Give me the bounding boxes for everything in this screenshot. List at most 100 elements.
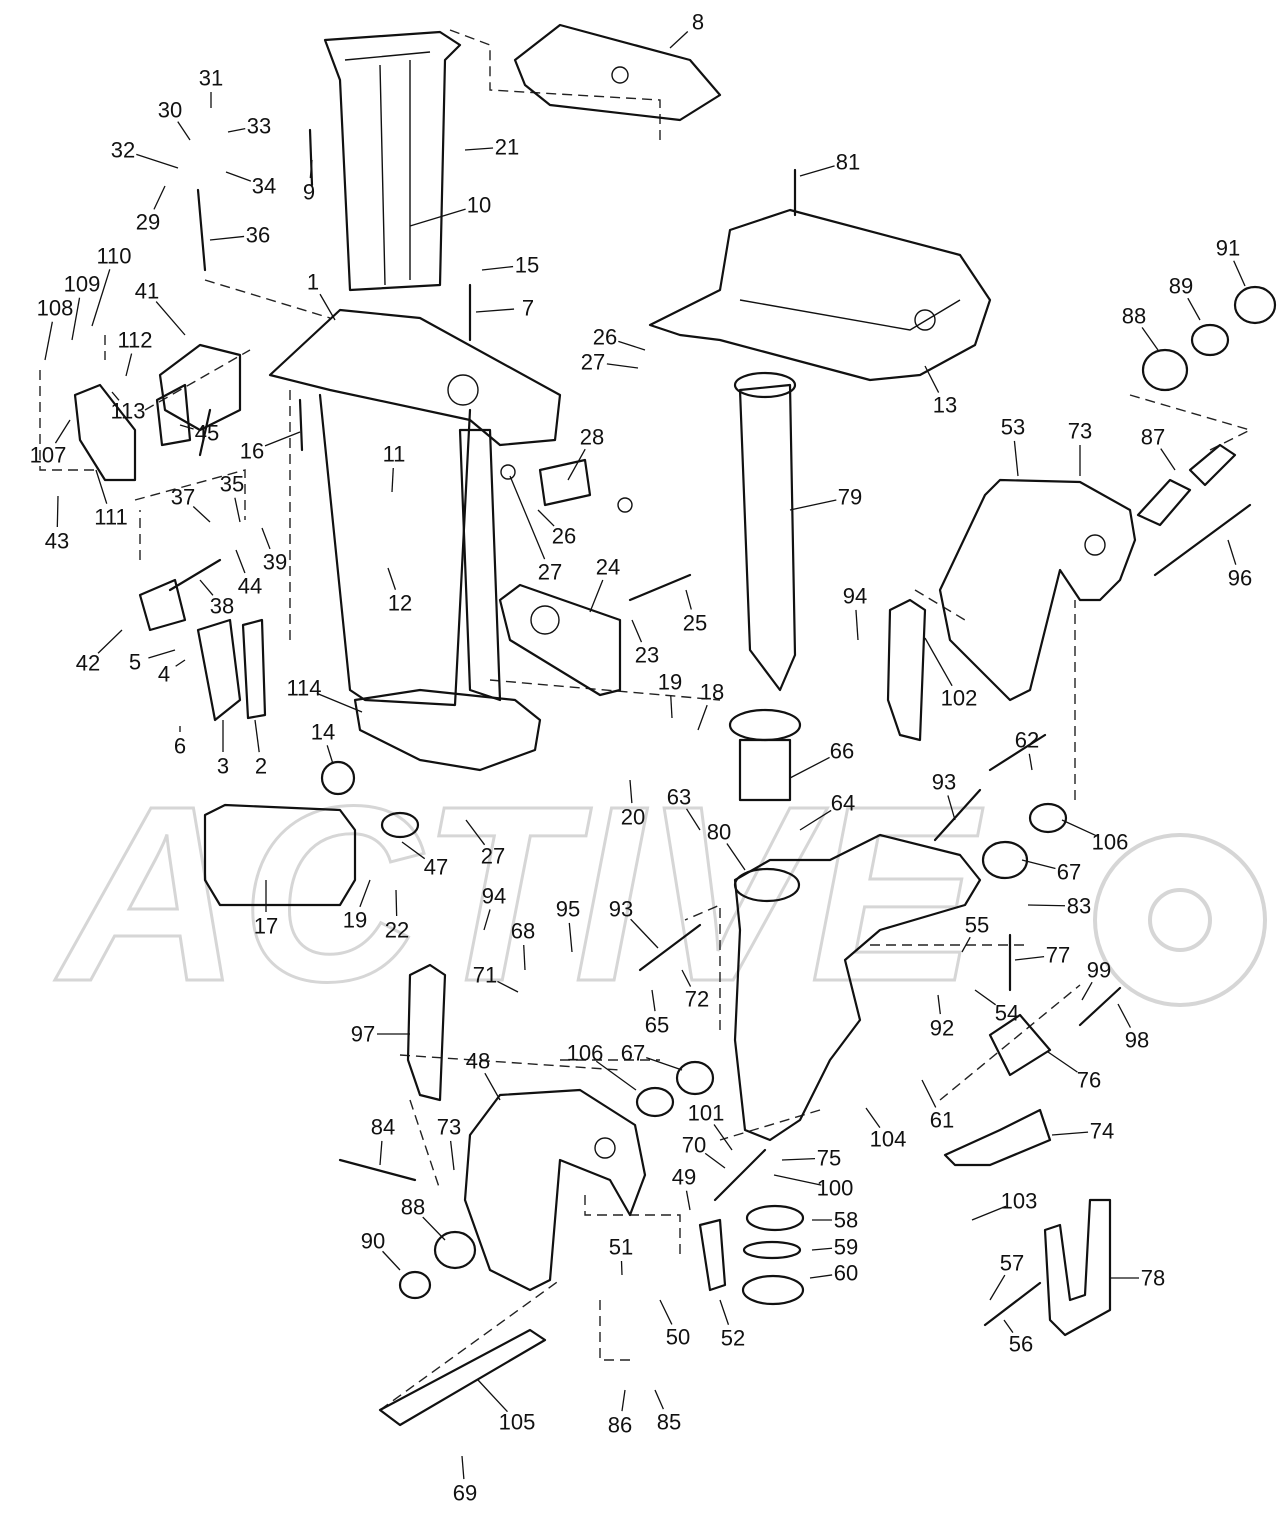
callout-leader-65 bbox=[651, 989, 656, 1012]
callout-leader-30 bbox=[177, 121, 191, 141]
callout-leader-48 bbox=[484, 1072, 501, 1101]
callout-leader-104 bbox=[865, 1107, 881, 1128]
callout-number: 14 bbox=[311, 720, 335, 745]
lower-cover-17 bbox=[203, 803, 357, 907]
callout-number: 2 bbox=[255, 754, 267, 779]
callout-leader-19 bbox=[359, 879, 371, 908]
callout-number: 37 bbox=[171, 485, 195, 510]
callout-leader-45 bbox=[179, 424, 194, 430]
bushing-67-lower bbox=[675, 1060, 715, 1096]
motor-28 bbox=[500, 458, 633, 513]
callout-number: 103 bbox=[1001, 1189, 1038, 1214]
callout-number: 4 bbox=[158, 662, 170, 687]
plate-41 bbox=[158, 343, 242, 432]
callout-number: 39 bbox=[263, 550, 287, 575]
callout-leader-4 bbox=[175, 659, 186, 667]
callout-number: 99 bbox=[1087, 958, 1111, 983]
callout-leader-103 bbox=[971, 1205, 1007, 1221]
strip-2 bbox=[241, 618, 267, 720]
callout-number: 28 bbox=[580, 425, 604, 450]
callout-number: 26 bbox=[593, 325, 617, 350]
callout-number: 114 bbox=[286, 676, 321, 701]
callout-leader-55 bbox=[961, 936, 971, 953]
callout-number: 71 bbox=[473, 963, 497, 988]
plate-105 bbox=[378, 1328, 547, 1427]
callout-leader-99 bbox=[1081, 981, 1093, 1001]
callout-leader-83 bbox=[1027, 904, 1066, 907]
callout-number: 33 bbox=[247, 114, 271, 139]
callout-number: 107 bbox=[30, 443, 67, 468]
callout-leader-19 bbox=[670, 695, 673, 719]
callout-leader-1 bbox=[319, 293, 336, 321]
cover-24 bbox=[498, 583, 622, 697]
nut-88-bottom bbox=[433, 1230, 477, 1270]
callout-leader-81 bbox=[799, 165, 835, 177]
callout-number: 108 bbox=[37, 296, 74, 321]
nut-88-top bbox=[1141, 348, 1189, 392]
cap-90 bbox=[398, 1270, 432, 1300]
callout-leader-11 bbox=[391, 467, 394, 493]
callout-number: 92 bbox=[930, 1016, 954, 1041]
callout-number: 45 bbox=[195, 421, 219, 446]
callout-number: 8 bbox=[692, 10, 704, 35]
callout-leader-10 bbox=[409, 208, 466, 227]
callout-number: 11 bbox=[383, 442, 406, 467]
callout-leader-94 bbox=[483, 909, 491, 931]
callout-leader-33 bbox=[227, 128, 246, 133]
callout-leader-98 bbox=[1117, 1003, 1132, 1028]
callout-leader-106 bbox=[595, 1060, 637, 1091]
plate-111 bbox=[73, 383, 137, 482]
rods bbox=[196, 128, 1252, 1327]
callout-number: 88 bbox=[401, 1195, 425, 1220]
callout-number: 69 bbox=[453, 1481, 477, 1506]
callout-number: 83 bbox=[1067, 894, 1091, 919]
plate-45 bbox=[155, 383, 192, 447]
callout-leader-51 bbox=[620, 1260, 623, 1276]
callout-leader-27 bbox=[465, 819, 486, 846]
callout-leader-60 bbox=[809, 1274, 833, 1279]
callout-number: 17 bbox=[254, 914, 278, 939]
callout-number: 16 bbox=[240, 439, 264, 464]
callout-leader-66 bbox=[789, 756, 830, 779]
callout-leader-15 bbox=[481, 265, 514, 271]
callout-number: 42 bbox=[76, 651, 100, 676]
callout-number: 35 bbox=[220, 472, 244, 497]
callout-number: 25 bbox=[683, 611, 707, 636]
callout-leader-90 bbox=[382, 1250, 401, 1271]
callout-number: 44 bbox=[238, 574, 262, 599]
grommet-47 bbox=[380, 811, 420, 839]
callout-number: 59 bbox=[834, 1235, 858, 1260]
callout-leader-64 bbox=[799, 809, 832, 831]
link-74 bbox=[943, 1108, 1052, 1167]
lever-49 bbox=[698, 1218, 727, 1292]
callout-number: 113 bbox=[110, 399, 145, 424]
callout-leader-18 bbox=[697, 704, 708, 731]
callout-number: 67 bbox=[621, 1041, 645, 1066]
callout-leader-22 bbox=[395, 889, 398, 917]
callout-leader-49 bbox=[685, 1190, 691, 1211]
callout-number: 75 bbox=[817, 1146, 841, 1171]
callout-leader-100 bbox=[773, 1174, 822, 1186]
callout-number: 27 bbox=[581, 350, 605, 375]
callout-leader-111 bbox=[95, 469, 108, 504]
callout-number: 96 bbox=[1228, 566, 1252, 591]
callout-leader-59 bbox=[811, 1247, 833, 1251]
callout-leader-26 bbox=[618, 340, 646, 351]
callout-leader-92 bbox=[937, 994, 941, 1015]
callout-leader-74 bbox=[1051, 1131, 1089, 1136]
callout-number: 19 bbox=[343, 908, 367, 933]
callout-leader-50 bbox=[659, 1299, 673, 1325]
callout-leader-32 bbox=[136, 153, 179, 169]
cap-14 bbox=[320, 760, 356, 796]
callout-leader-109 bbox=[71, 297, 81, 341]
callout-leader-35 bbox=[234, 497, 241, 523]
callout-number: 15 bbox=[515, 253, 539, 278]
watermark-text: ACTIVE bbox=[54, 754, 983, 1033]
bracket-78 bbox=[1043, 1198, 1112, 1337]
callout-number: 66 bbox=[830, 739, 854, 764]
callout-number: 26 bbox=[552, 524, 576, 549]
callout-leader-41 bbox=[155, 301, 186, 336]
callout-number: 94 bbox=[482, 884, 506, 909]
callout-number: 77 bbox=[1046, 943, 1070, 968]
ring-58 bbox=[745, 1204, 805, 1232]
